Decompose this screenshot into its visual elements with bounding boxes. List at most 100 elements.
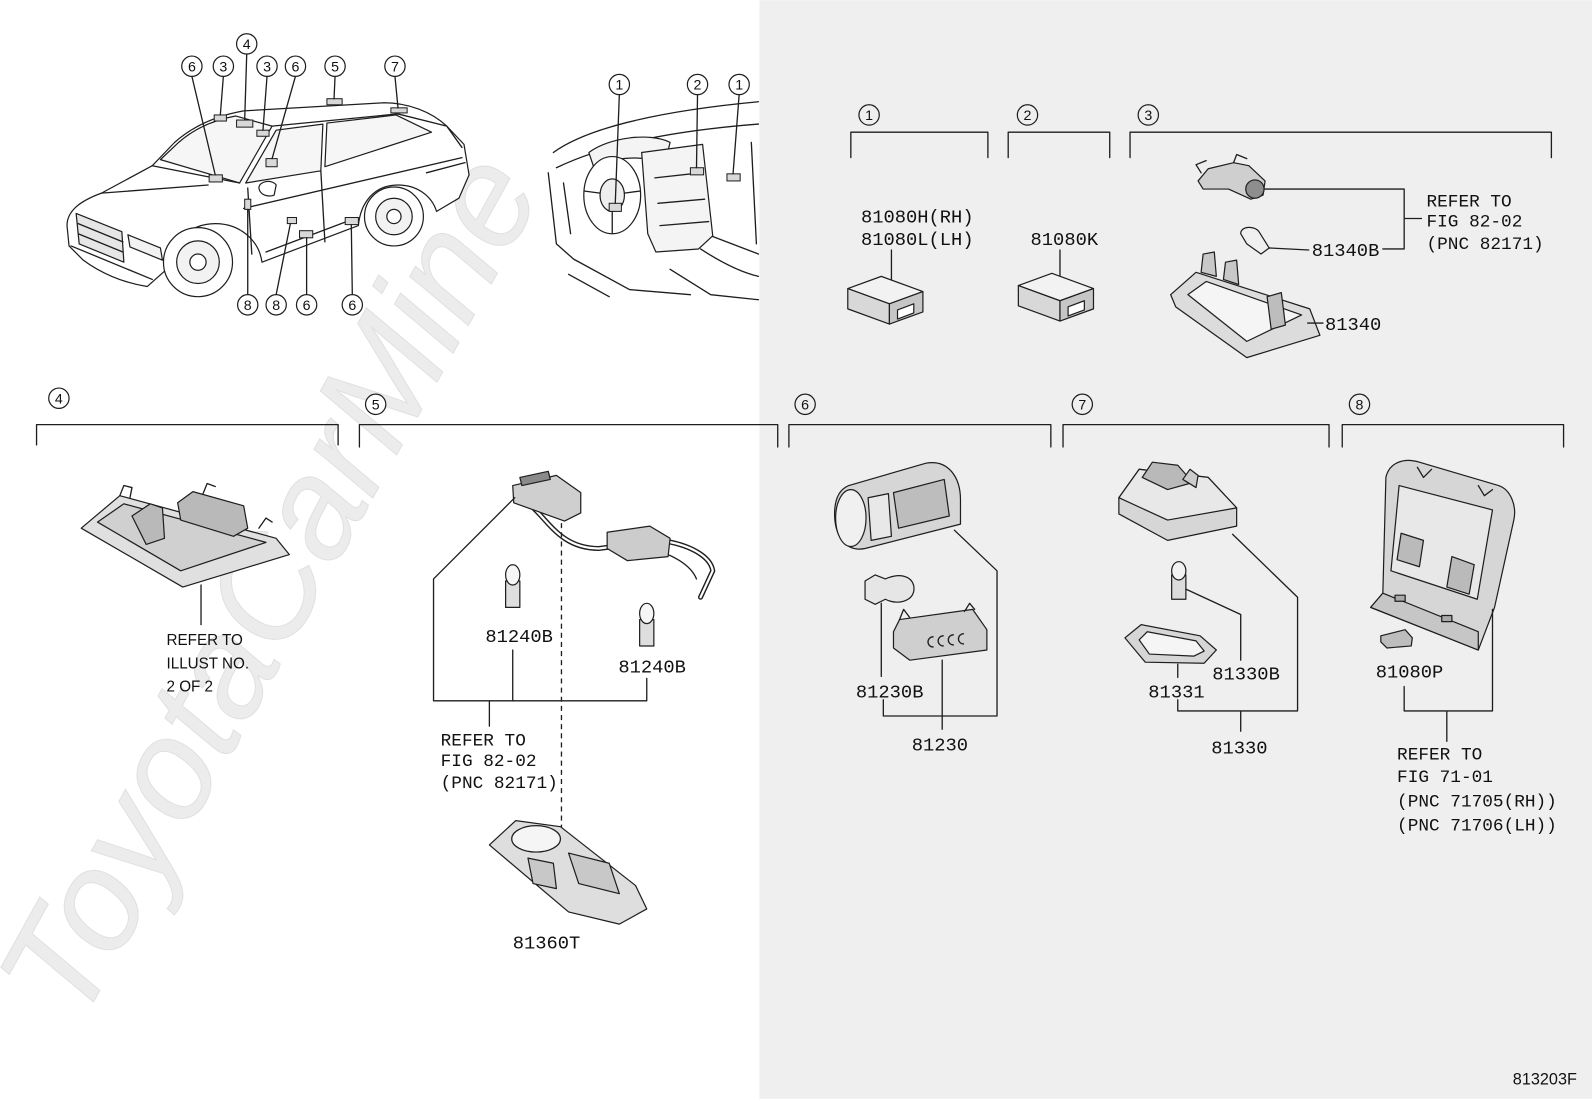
callout-circle bbox=[181, 55, 203, 77]
section-number: 6 bbox=[801, 397, 809, 413]
panel-tabs bbox=[1416, 466, 1494, 497]
section-circle bbox=[858, 104, 880, 126]
section-header: 2 bbox=[1016, 104, 1039, 126]
housing-top bbox=[1118, 468, 1238, 521]
lamp-tabs bbox=[119, 482, 273, 529]
wire-harness bbox=[512, 470, 716, 600]
car-grille-bars bbox=[77, 222, 124, 253]
car-windshield bbox=[159, 115, 273, 184]
car-roof-edge bbox=[271, 113, 463, 149]
section-bracket bbox=[35, 423, 339, 446]
part-number-81340b: 81340B bbox=[1312, 240, 1380, 262]
lamp-spot bbox=[244, 198, 252, 210]
courtesy-lamp-81080k bbox=[1017, 272, 1095, 322]
car-leader-lines bbox=[191, 53, 399, 296]
car-callout: 5 bbox=[324, 55, 346, 77]
car-front-window bbox=[245, 123, 324, 184]
section-1: 1 81080H(RH) 81080L(LH) bbox=[847, 104, 989, 325]
dash-callout: 1 bbox=[608, 73, 631, 96]
section-number: 5 bbox=[372, 397, 380, 413]
housing-tab bbox=[1222, 259, 1240, 286]
callout-number: 6 bbox=[348, 298, 356, 314]
car-illustration: 6 3 4 3 6 5 7 8 8 6 6 bbox=[66, 33, 470, 316]
lamp-spot bbox=[344, 216, 359, 226]
refer-note-line: (PNC 82171) bbox=[441, 774, 558, 794]
car-front-wheel bbox=[162, 227, 234, 298]
section-7: 7 81331 81330B 81330 bbox=[1062, 393, 1330, 760]
section-4: 4 REFER TO ILLUST NO. 2 OF 2 bbox=[35, 387, 339, 696]
lens-end bbox=[834, 488, 867, 548]
callout-circle bbox=[256, 55, 278, 77]
car-callout: 6 bbox=[341, 294, 364, 316]
callout-circle bbox=[295, 294, 318, 316]
section-5: 5 81240B 81240B 81360T REFER TO bbox=[358, 393, 779, 955]
refer-note-line: REFER TO bbox=[1397, 746, 1482, 766]
lamp-spot bbox=[213, 114, 227, 122]
section-bracket bbox=[850, 131, 989, 159]
refer-note-line: FIG 82-02 bbox=[1427, 213, 1523, 233]
section-bracket bbox=[1062, 423, 1330, 448]
rear-hub bbox=[386, 208, 402, 225]
callout-number: 3 bbox=[219, 59, 227, 75]
refer-note-line: (PNC 71705(RH)) bbox=[1397, 792, 1557, 812]
part-number-81340: 81340 bbox=[1325, 314, 1381, 336]
bulb-socket bbox=[1195, 153, 1266, 200]
lamp-housing-81360t bbox=[488, 819, 648, 925]
refer-note-line: (PNC 82171) bbox=[1427, 235, 1544, 255]
callout-number: 8 bbox=[244, 298, 252, 314]
section-header: 5 bbox=[364, 393, 387, 416]
panel-lower-bar bbox=[1370, 592, 1479, 651]
dashboard-illustration: 1 2 1 bbox=[547, 73, 760, 301]
part-number-81330b: 81330B bbox=[1212, 663, 1280, 685]
refer-note-line: (PNC 71706(LH)) bbox=[1397, 817, 1557, 837]
lens-insert bbox=[892, 478, 950, 529]
car-callout: 6 bbox=[181, 55, 203, 77]
section-circle bbox=[1137, 104, 1160, 126]
lamp-spot bbox=[299, 230, 314, 239]
section-header: 1 bbox=[858, 104, 880, 126]
plate-tabs bbox=[898, 602, 976, 621]
section-circle bbox=[1016, 104, 1039, 126]
housing-block bbox=[1141, 461, 1194, 491]
socket-end bbox=[1245, 179, 1265, 199]
bulb-glass bbox=[505, 564, 521, 586]
part-number-81080k: 81080K bbox=[1031, 229, 1099, 251]
panel-clip bbox=[1394, 594, 1406, 602]
section-2: 2 81080K bbox=[1007, 104, 1111, 322]
lens-insert bbox=[867, 493, 893, 541]
section-circle bbox=[1071, 393, 1094, 416]
lamp-spot bbox=[326, 98, 343, 106]
section-circle bbox=[48, 387, 70, 409]
section-bracket bbox=[1007, 131, 1111, 159]
car-callout: 3 bbox=[256, 55, 278, 77]
lamp-housing-81340 bbox=[1170, 251, 1321, 359]
bulb-81340b bbox=[1240, 226, 1270, 255]
lamp-spot bbox=[390, 107, 408, 114]
callout-circle bbox=[728, 73, 750, 96]
callout-circle bbox=[235, 33, 258, 55]
dash-lamp-spot bbox=[726, 173, 741, 182]
car-callout: 6 bbox=[295, 294, 318, 316]
lamp-holder bbox=[131, 503, 166, 546]
car-rear-window bbox=[324, 114, 433, 168]
lamp-81080p bbox=[1380, 629, 1413, 649]
car-callout: 3 bbox=[212, 55, 235, 77]
callout-circle bbox=[686, 73, 709, 96]
callout-number: 6 bbox=[303, 298, 311, 314]
callout-number: 1 bbox=[615, 78, 623, 94]
section-bracket bbox=[1341, 423, 1565, 448]
dash-lamp-spot bbox=[689, 167, 705, 176]
car-callout: 7 bbox=[384, 55, 406, 77]
section-circle bbox=[364, 393, 387, 416]
callout-number: 3 bbox=[263, 59, 271, 75]
section-header: 7 bbox=[1071, 393, 1094, 416]
steering-spokes bbox=[584, 190, 641, 234]
dome-lamp-assembly bbox=[80, 482, 290, 588]
housing-tab bbox=[1200, 251, 1217, 277]
lamp-spot bbox=[256, 129, 270, 137]
car-rear-wheel bbox=[363, 186, 424, 247]
section-number: 1 bbox=[865, 108, 873, 124]
housing-post bbox=[1266, 292, 1286, 330]
callout-circle bbox=[384, 55, 406, 77]
